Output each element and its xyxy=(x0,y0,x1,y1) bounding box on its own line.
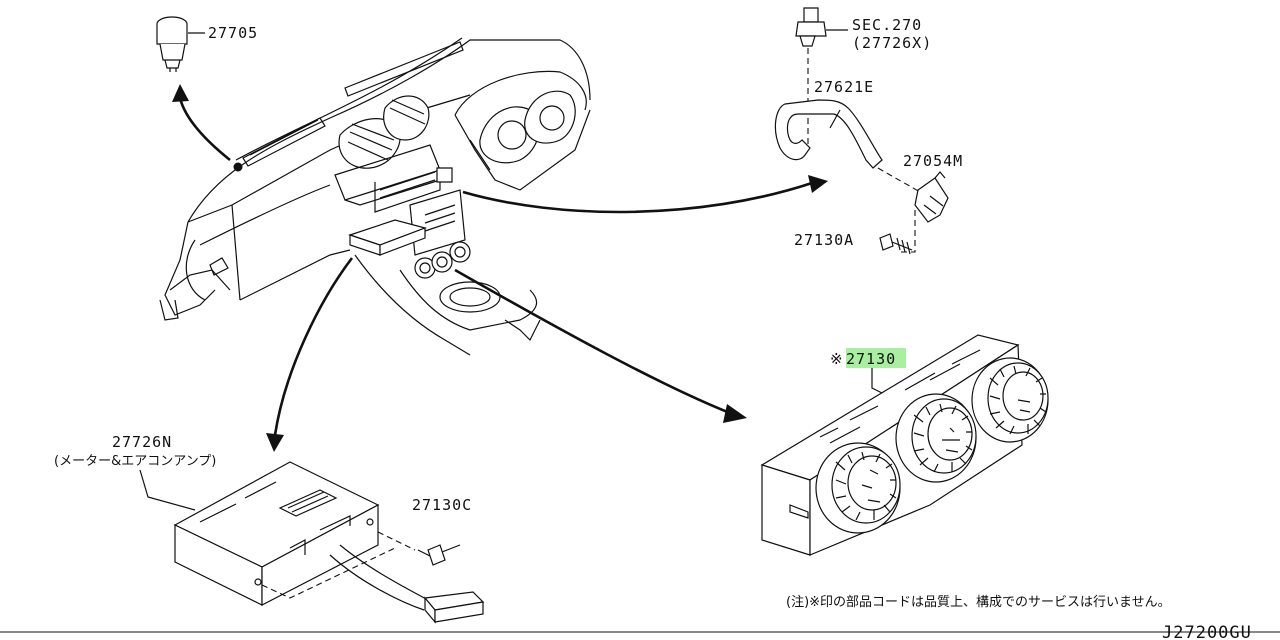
part-27130-highlight xyxy=(846,348,906,368)
label-27130[interactable]: 27130 xyxy=(846,350,896,368)
label-sec-270[interactable]: SEC.270 xyxy=(852,16,922,34)
part-27726N-illustration xyxy=(139,461,485,624)
label-sec-27726x[interactable]: (27726X) xyxy=(852,34,932,52)
label-27130C[interactable]: 27130C xyxy=(412,496,472,514)
sensor-hose-assembly xyxy=(774,7,949,255)
label-27705[interactable]: 27705 xyxy=(208,24,258,42)
part-27130-illustration xyxy=(760,334,1049,556)
label-27621E[interactable]: 27621E xyxy=(814,78,874,96)
label-27130-asterisk: ※ xyxy=(830,350,844,368)
leader-arrows xyxy=(172,84,828,452)
part-27705-illustration xyxy=(156,16,205,72)
dashboard-illustration xyxy=(159,37,591,356)
label-27130A[interactable]: 27130A xyxy=(794,231,854,249)
label-27054M[interactable]: 27054M xyxy=(903,152,963,170)
footnote: (注)※印の部品コードは品質上、構成でのサービスは行いません。 xyxy=(786,595,1171,610)
label-27726N-description: (メーター&エアコンアンプ) xyxy=(54,454,216,469)
label-27726N[interactable]: 27726N xyxy=(112,433,172,451)
diagram-code: J27200GU xyxy=(1162,623,1252,640)
